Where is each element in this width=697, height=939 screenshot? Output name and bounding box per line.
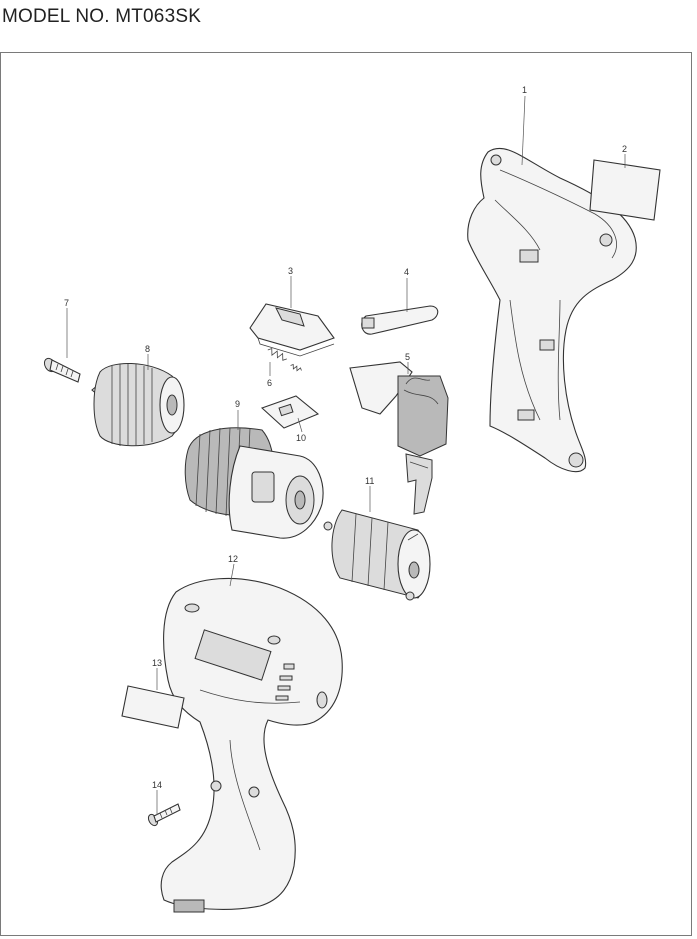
plate-icon xyxy=(260,395,320,429)
gear-assembly-icon xyxy=(184,427,333,539)
leader-lines xyxy=(66,95,626,815)
housing-left-icon xyxy=(467,147,637,473)
part-number-12: 12 xyxy=(228,554,238,564)
part-number-13: 13 xyxy=(152,658,162,668)
screw-icon xyxy=(43,357,81,383)
part-number-10: 10 xyxy=(296,433,306,443)
part-number-14: 14 xyxy=(152,780,162,790)
part-number-6: 6 xyxy=(267,378,272,388)
part-number-1: 1 xyxy=(522,85,527,95)
part-number-3: 3 xyxy=(288,266,293,276)
switch-lever-icon xyxy=(361,305,439,335)
part-number-2: 2 xyxy=(622,144,627,154)
part-number-5: 5 xyxy=(405,352,410,362)
switch-assembly-icon xyxy=(349,361,449,515)
switch-cover-icon xyxy=(249,303,335,357)
part-number-labels: 1 2 3 4 5 6 7 8 9 10 11 12 13 14 xyxy=(64,85,627,790)
label-blank-icon xyxy=(589,159,661,221)
model-title: MODEL NO. MT063SK xyxy=(2,6,202,27)
label-blank-2-icon xyxy=(121,685,185,729)
keyless-chuck-icon xyxy=(91,363,185,447)
dc-motor-icon xyxy=(331,509,431,601)
housing-right-icon xyxy=(160,577,343,913)
part-number-4: 4 xyxy=(404,267,409,277)
screw-2-icon xyxy=(147,803,181,827)
spring-icon xyxy=(267,347,302,372)
part-number-8: 8 xyxy=(145,344,150,354)
part-number-11: 11 xyxy=(365,476,374,486)
part-number-7: 7 xyxy=(64,298,69,308)
diagram-frame xyxy=(0,52,692,936)
part-number-9: 9 xyxy=(235,399,240,409)
